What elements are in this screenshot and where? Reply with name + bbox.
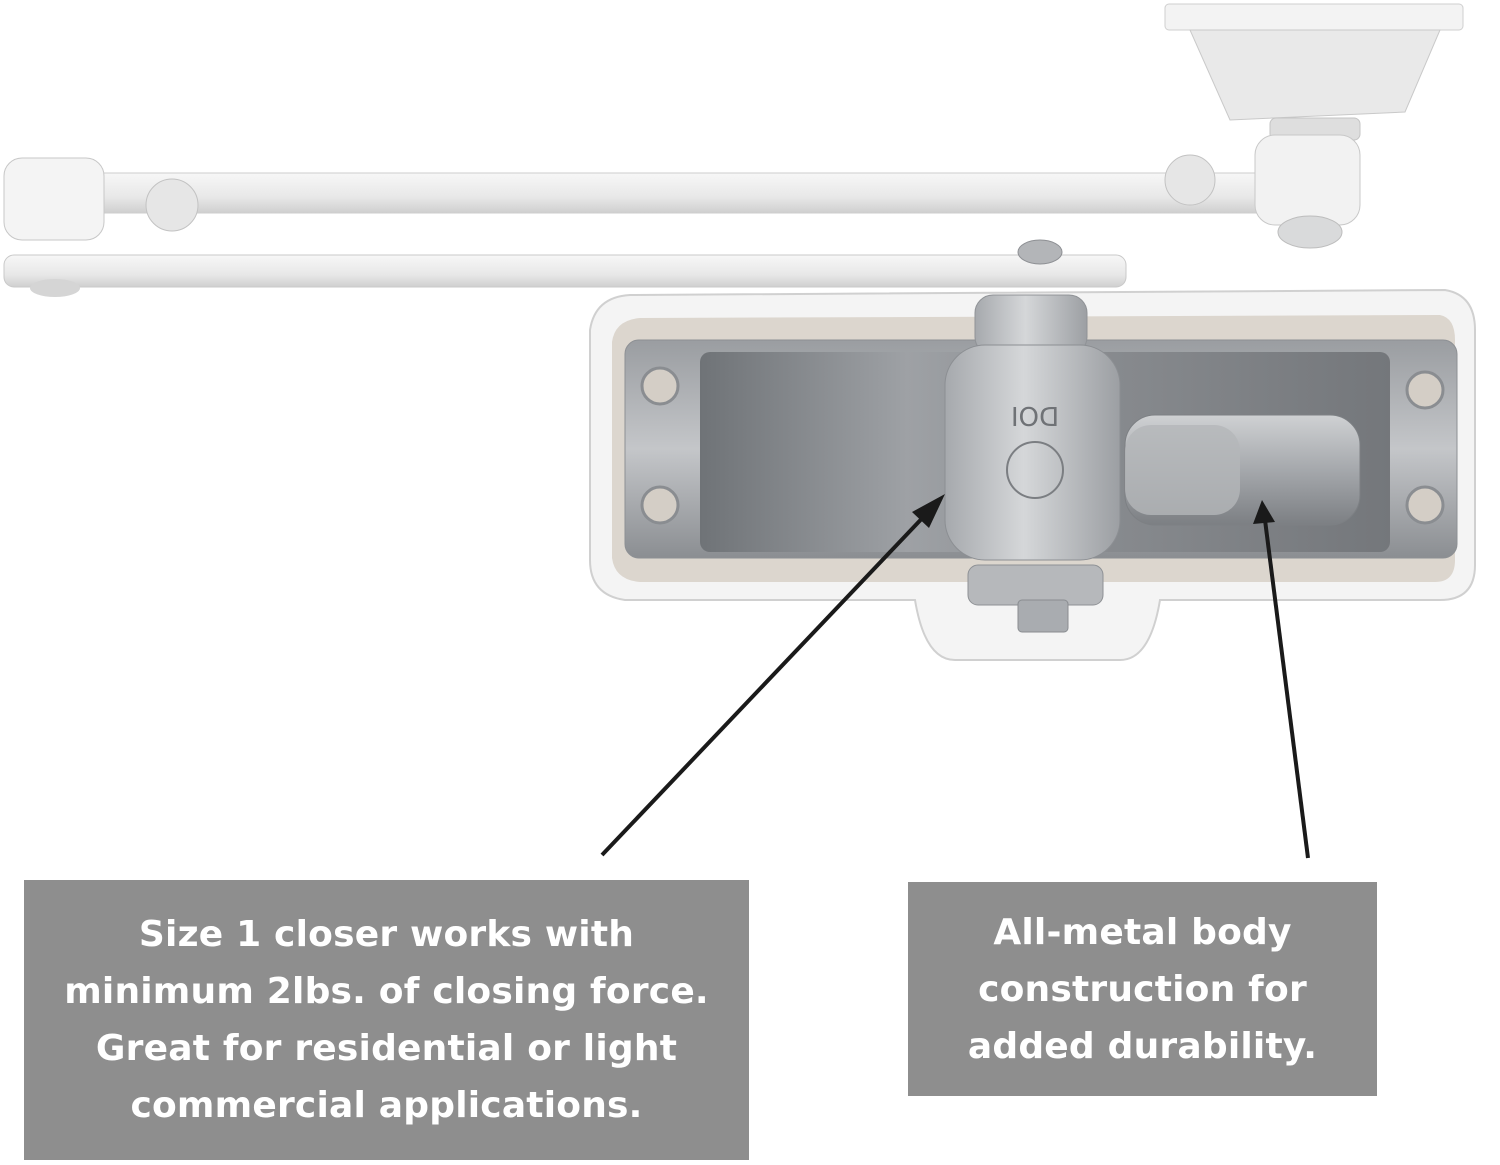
- piston-cylinder: [1124, 414, 1361, 526]
- callout-all-metal: All-metal body construction for added du…: [908, 882, 1377, 1096]
- lower-arm: [3, 239, 1127, 297]
- callout-size-one-text: Size 1 closer works with minimum 2lbs. o…: [64, 914, 709, 1126]
- upper-arm: [3, 134, 1361, 249]
- callout-all-metal-text: All-metal body construction for added du…: [967, 911, 1318, 1067]
- pointer-arrow-metal: [1253, 500, 1310, 859]
- mounting-bracket: [1164, 3, 1464, 141]
- pointer-arrow-size: [600, 494, 945, 857]
- callout-size-one: Size 1 closer works with minimum 2lbs. o…: [24, 880, 749, 1160]
- pinion-hub: DOI: [944, 294, 1121, 633]
- body-marking: DOI: [1011, 400, 1059, 430]
